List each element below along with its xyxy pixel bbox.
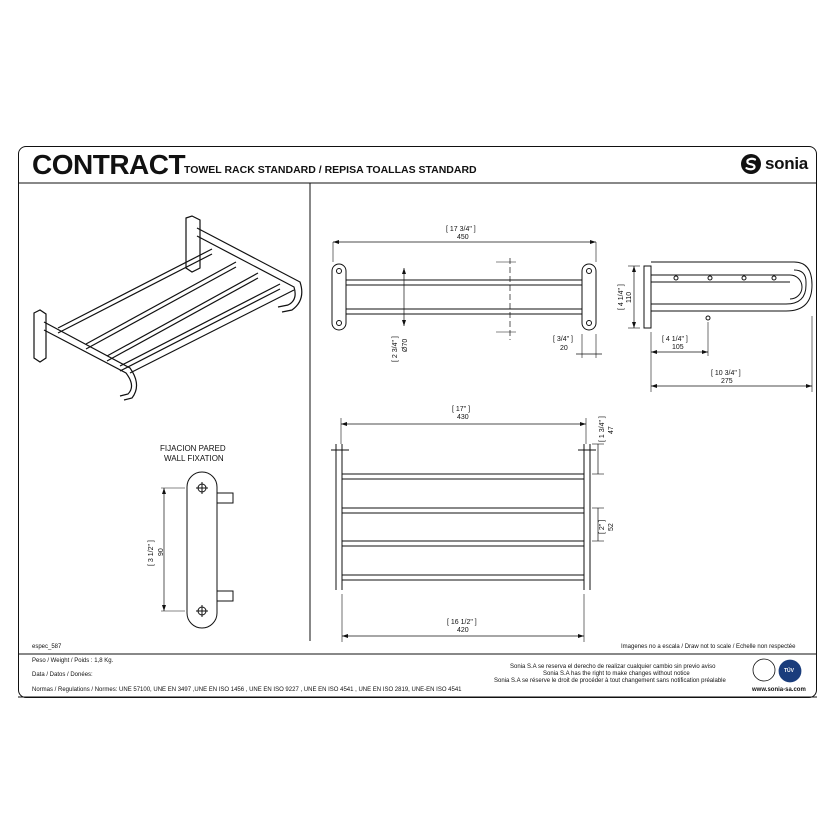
- weight-info: Peso / Weight / Poids : 1,8 Kg.: [32, 658, 114, 664]
- wall-fixation-label-es: FIJACION PARED: [160, 444, 226, 453]
- wall-fixation-dim-in: [ 3 1/2" ]: [148, 540, 155, 566]
- iso-view: [33, 215, 303, 401]
- wall-fixation-label-en: WALL FIXATION: [164, 454, 224, 463]
- top-bar-mm: 52: [608, 523, 615, 531]
- front-width-mm: 450: [457, 234, 469, 241]
- website-link[interactable]: www.sonia-sa.com: [752, 687, 806, 693]
- side-height-mm: 110: [626, 291, 633, 303]
- reference-code: espec_587: [32, 644, 62, 650]
- front-dia-in: [ 2 3/4" ]: [392, 336, 399, 362]
- top-outer-in: [ 17" ]: [452, 406, 471, 413]
- brand-name: sonia: [765, 154, 808, 173]
- data-info: Data / Datos / Donées:: [32, 672, 93, 678]
- side-depth-mm: 275: [721, 378, 733, 385]
- front-dia-mm: Ø70: [402, 338, 409, 352]
- top-view: [331, 418, 604, 642]
- front-width-in: [ 17 3/4" ]: [446, 226, 476, 233]
- wall-fixation-dim-mm: 90: [158, 548, 165, 556]
- cert-tuv-badge: TÜV: [784, 668, 794, 674]
- side-spacing-in: [ 4 1/4" ]: [662, 336, 688, 343]
- brand-logo: sonia: [740, 152, 808, 176]
- top-inner-in: [ 16 1/2" ]: [447, 619, 477, 626]
- rights-fr: Sonia S.A se réserve le droit de procéde…: [494, 678, 726, 684]
- top-inner-mm: 420: [457, 627, 469, 634]
- front-view: [331, 240, 602, 358]
- top-outer-mm: 430: [457, 414, 469, 421]
- scale-note: Imagenes no a escala / Draw not to scale…: [621, 644, 796, 650]
- wall-fixation-view: [161, 471, 234, 629]
- cert-badges: [752, 658, 802, 683]
- side-spacing-mm: 105: [672, 344, 684, 351]
- front-offset-in: [ 3/4" ]: [553, 336, 573, 343]
- brand-mark-icon: [741, 154, 761, 174]
- front-offset-mm: 20: [560, 345, 568, 352]
- page-subtitle: TOWEL RACK STANDARD / REPISA TOALLAS STA…: [184, 164, 477, 176]
- top-edge-mm: 47: [608, 426, 615, 434]
- top-edge-in: [ 1 3/4" ]: [599, 416, 606, 442]
- page-title: CONTRACT: [32, 149, 186, 180]
- rights-es: Sonia S.A se reserva el derecho de reali…: [510, 664, 716, 670]
- side-height-in: [ 4 1/4" ]: [618, 284, 625, 310]
- top-bar-in: [ 2" ]: [599, 519, 606, 534]
- norms-info: Normas / Regulations / Normes: UNE 57100…: [32, 687, 462, 693]
- side-depth-in: [ 10 3/4" ]: [711, 370, 741, 377]
- side-view: [628, 261, 813, 392]
- rights-en: Sonia S.A has the right to make changes …: [543, 671, 690, 677]
